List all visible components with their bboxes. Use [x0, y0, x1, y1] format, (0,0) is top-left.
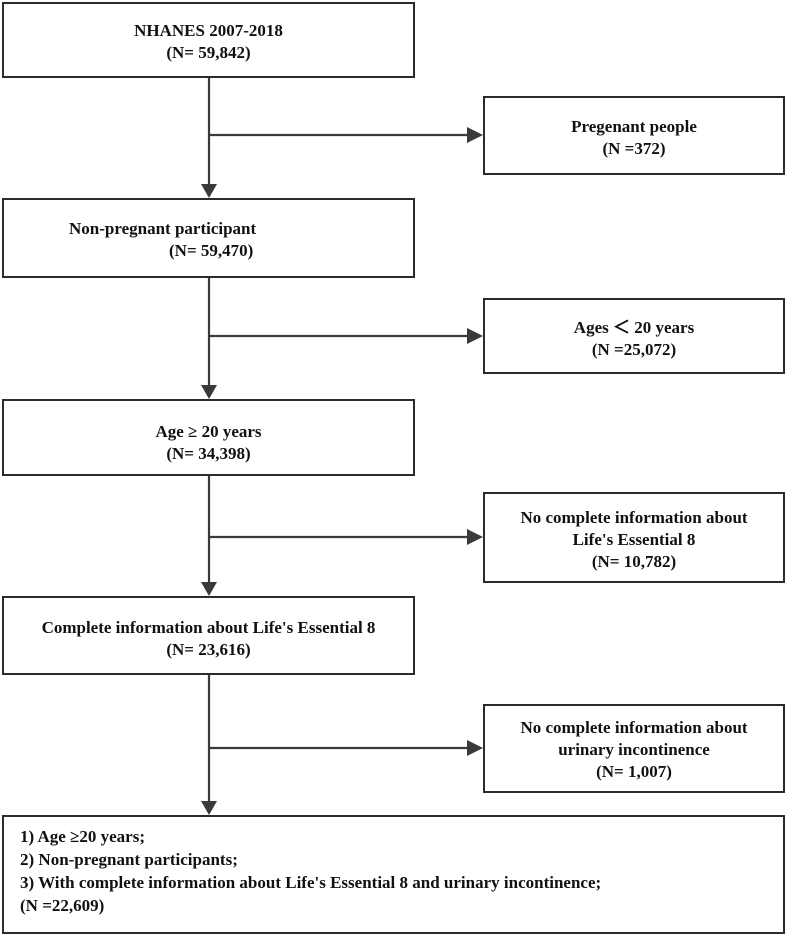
arrowhead-right-3	[467, 529, 483, 545]
arrowhead-right-2	[467, 328, 483, 344]
exclusion-le8-line1: No complete information about	[520, 508, 748, 527]
exclusion-pregnant-count: (N =372)	[602, 139, 666, 158]
exclusion-ui-line1: No complete information about	[520, 718, 748, 737]
exclusion-ui-box: No complete information about urinary in…	[483, 704, 785, 793]
exclusion-age-box: Ages ＜ 20 years (N =25,072)	[483, 298, 785, 374]
step-age-title: Age ≥ 20 years	[155, 422, 262, 441]
final-criterion-3: 3) With complete information about Life'…	[20, 873, 602, 892]
step-age-count: (N= 34,398)	[166, 444, 251, 463]
exclusion-ui-line2: urinary incontinence	[558, 740, 710, 759]
exclusion-age-count: (N =25,072)	[591, 340, 677, 359]
step-nonpregnant-box: Non-pregnant participant (N= 59,470)	[2, 198, 415, 278]
exclusion-pregnant-box: Pregenant people (N =372)	[483, 96, 785, 175]
arrowhead-right-1	[467, 127, 483, 143]
exclusion-le8-line2: Life's Essential 8	[572, 530, 696, 549]
exclusion-age-title: Ages ＜ 20 years	[573, 318, 695, 337]
final-criterion-1: 1) Age ≥20 years;	[20, 827, 145, 846]
exclusion-pregnant-title: Pregenant people	[571, 117, 697, 136]
step-nonpregnant-count: (N= 59,470)	[169, 241, 254, 260]
step-age-box: Age ≥ 20 years (N= 34,398)	[2, 399, 415, 476]
step-complete-le8-box: Complete information about Life's Essent…	[2, 596, 415, 675]
final-criterion-2: 2) Non-pregnant participants;	[20, 850, 238, 869]
step-nonpregnant-title: Non-pregnant participant	[69, 219, 257, 238]
step-complete-le8-title: Complete information about Life's Essent…	[41, 618, 376, 637]
step-complete-le8-count: (N= 23,616)	[166, 640, 251, 659]
arrowhead-down-3	[201, 582, 217, 596]
step-nhanes-box: NHANES 2007-2018 (N= 59,842)	[2, 2, 415, 78]
arrowhead-down-2	[201, 385, 217, 399]
arrowhead-right-4	[467, 740, 483, 756]
step-nhanes-count: (N= 59,842)	[166, 43, 251, 62]
exclusion-le8-count: (N= 10,782)	[591, 552, 677, 571]
arrowhead-down-1	[201, 184, 217, 198]
exclusion-ui-count: (N= 1,007)	[596, 762, 672, 781]
final-sample-box: 1) Age ≥20 years; 2) Non-pregnant partic…	[2, 815, 785, 934]
exclusion-le8-box: No complete information about Life's Ess…	[483, 492, 785, 583]
arrowhead-down-4	[201, 801, 217, 815]
final-count: (N =22,609)	[20, 896, 105, 915]
step-nhanes-title: NHANES 2007-2018	[134, 21, 283, 40]
